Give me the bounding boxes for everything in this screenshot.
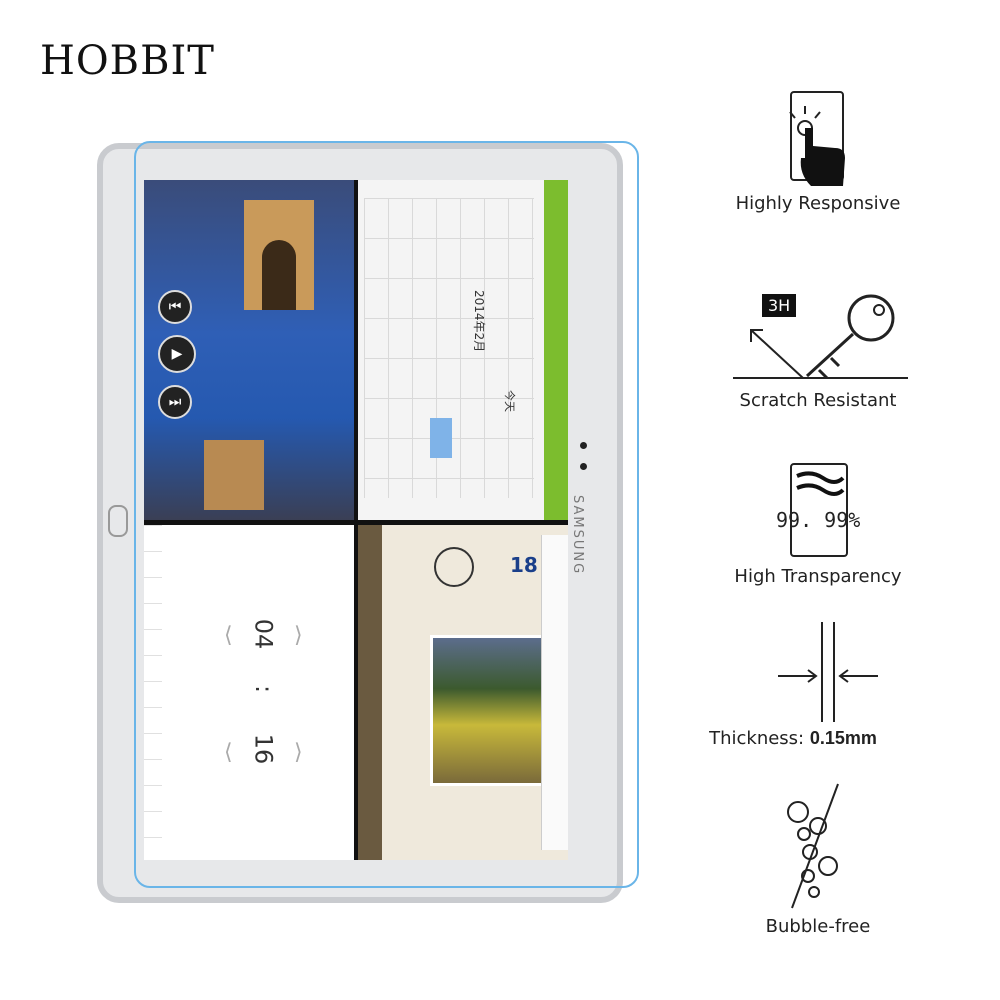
- bubbles-icon: [787, 783, 839, 909]
- chevron-right-icon: ⟩: [294, 623, 303, 648]
- notes-panel: 18: [358, 525, 568, 860]
- cloud-icon: [434, 547, 474, 587]
- calendar-panel: 2014年2月 今天: [358, 180, 568, 520]
- touch-hand-icon: [789, 91, 845, 186]
- key-scratch-icon: [733, 294, 908, 380]
- notes-date: 18: [510, 553, 538, 577]
- play-icon: ▶: [158, 335, 196, 373]
- next-icon: ⏭: [158, 385, 192, 419]
- chevron-left-icon: ⟨: [224, 623, 233, 648]
- clock-panel: 04 : 16 ⟨ ⟩ ⟨ ⟩: [144, 525, 354, 860]
- prev-icon: ⏮: [158, 290, 192, 324]
- brand-logo: HOBBIT: [40, 38, 215, 84]
- sensor-dot: [580, 442, 587, 449]
- feature-label: Bubble-free: [765, 916, 871, 937]
- home-button: [108, 505, 128, 537]
- feature-thickness: Thickness: 0.15mm: [709, 618, 948, 749]
- feature-label: High Transparency: [734, 566, 902, 587]
- feature-label: Thickness:: [709, 728, 805, 749]
- transparency-value: 99. 99%: [776, 508, 861, 532]
- feature-bubble-free: Bubble-free: [718, 782, 918, 937]
- feature-responsive: Highly Responsive: [718, 88, 918, 214]
- thickness-icon: [778, 622, 878, 722]
- chevron-left-icon: ⟨: [224, 740, 233, 765]
- hardness-badge: 3H: [762, 294, 797, 317]
- chevron-right-icon: ⟩: [294, 740, 303, 765]
- video-panel: ⏮ ▶ ⏭: [144, 180, 354, 520]
- sensor-dot: [580, 463, 587, 470]
- thickness-value: 0.15mm: [809, 728, 877, 748]
- feature-label: Highly Responsive: [735, 193, 901, 214]
- transparency-icon: [790, 463, 848, 557]
- feature-transparency: 99. 99% High Transparency: [718, 460, 918, 587]
- landscape-photo: [430, 635, 546, 786]
- feature-label: Scratch Resistant: [739, 390, 897, 411]
- protector-film-outline: [134, 141, 639, 888]
- feature-scratch: 3H Scratch Resistant: [718, 290, 918, 411]
- tablet-screen: ⏮ ▶ ⏭ 2014年2月 今天 04 : 16 ⟨ ⟩ ⟨ ⟩ 18: [144, 180, 568, 860]
